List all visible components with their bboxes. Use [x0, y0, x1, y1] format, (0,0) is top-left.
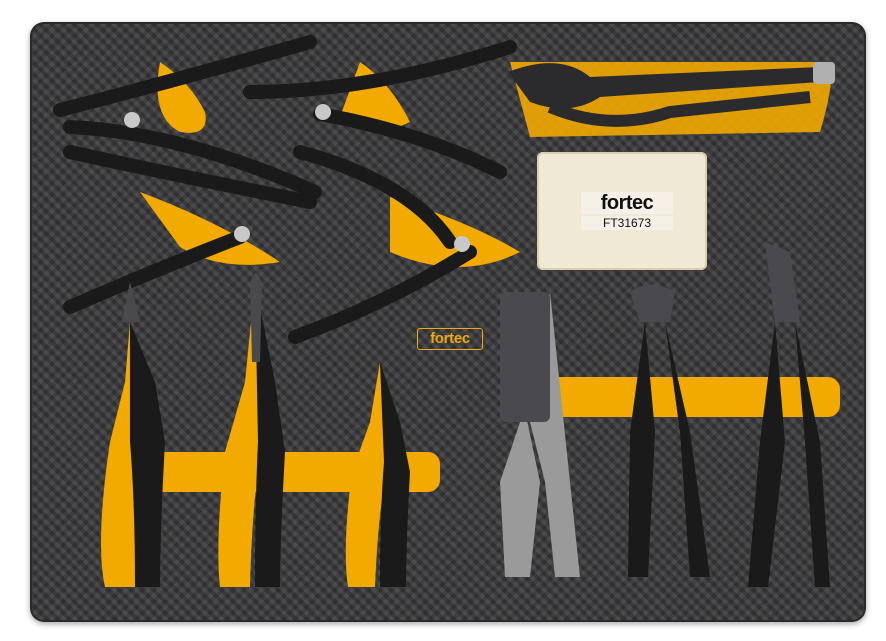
tool-layout	[53, 35, 840, 587]
pivot-icon	[124, 112, 140, 128]
circlip-plier-1	[53, 35, 322, 199]
foam-cutouts	[120, 62, 840, 492]
combination-plier	[101, 282, 165, 587]
tool-tray: fortec FT31673 fortec	[30, 22, 866, 622]
brand-logo: fortec	[417, 328, 483, 350]
pivot-icon	[454, 236, 470, 252]
end-cutting-nipper	[628, 284, 710, 577]
circlip-plier-4	[288, 145, 477, 344]
pivot-icon	[234, 226, 250, 242]
kit-code-label: FT31673	[581, 216, 673, 230]
locking-plier	[508, 62, 835, 127]
water-pump-plier	[748, 242, 830, 587]
circlip-plier-2	[243, 40, 517, 179]
kit-brand-label: fortec	[581, 192, 673, 214]
terminal-kit: fortec FT31673	[537, 152, 707, 270]
diagonal-cutter	[345, 362, 410, 587]
long-nose-plier	[218, 272, 285, 587]
circlip-plier-3	[63, 145, 317, 314]
crimping-tool	[500, 292, 580, 577]
pivot-icon	[315, 104, 331, 120]
